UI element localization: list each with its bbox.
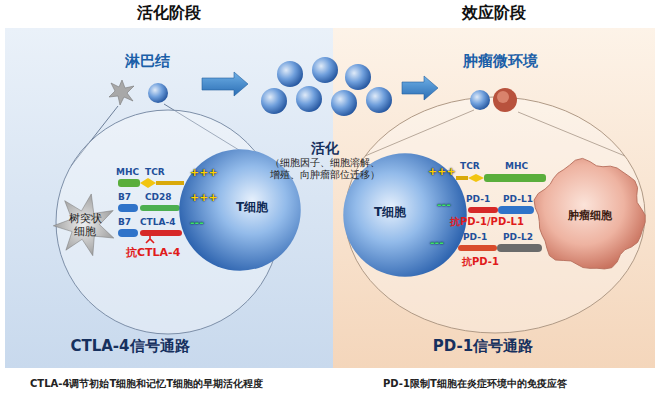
cell-label: T细胞	[374, 204, 406, 221]
receptor-label: B7	[118, 192, 131, 203]
arrow-shape	[402, 76, 438, 100]
receptor-label: MHC	[505, 161, 528, 172]
receptor-label: TCR	[145, 167, 165, 178]
receptor-label: B7	[118, 217, 131, 228]
activation-note: （细胞因子、细胞溶解、增殖、向肿瘤部位迁移）	[266, 157, 384, 181]
panel-heading: 效应阶段	[333, 3, 655, 24]
activation-box: 活化（细胞因子、细胞溶解、增殖、向肿瘤部位迁移）	[250, 58, 400, 183]
star-shape	[53, 194, 114, 256]
receptor-label: PD-L1	[503, 194, 533, 205]
stage-panel: 效应阶段PD-1信号通路肿瘤微环境T细胞肿瘤细胞	[333, 28, 655, 368]
region-box: 肿瘤微环境	[440, 48, 560, 118]
pathway-title: PD-1信号通路	[333, 337, 633, 356]
receptor-label: PD-1	[463, 232, 487, 243]
flow-arrow	[202, 72, 248, 96]
sphere-shape	[343, 153, 466, 276]
receptor-label: CD28	[145, 192, 172, 203]
antibody-label: 抗CTLA-4	[126, 246, 180, 259]
cell-label: 树突状细胞	[67, 212, 103, 238]
receptor-label: PD-1	[466, 194, 490, 205]
tumor-shape	[534, 158, 645, 269]
signal-sign: +++	[190, 191, 218, 204]
region-label: 淋巴结	[125, 52, 170, 71]
activation-title: 活化	[311, 139, 339, 157]
receptor-label: PD-L2	[503, 232, 533, 243]
signal-sign: ---	[190, 216, 204, 229]
panel-caption: PD-1限制T细胞在炎症环境中的免疫应答	[383, 378, 567, 390]
region-box: 淋巴结	[95, 48, 200, 110]
region-label: 肿瘤微环境	[463, 52, 538, 71]
receptor-label: TCR	[460, 161, 480, 172]
cell-label: 肿瘤细胞	[568, 208, 612, 223]
signal-sign: ---	[437, 198, 451, 211]
panel-heading: 活化阶段	[5, 3, 333, 24]
receptor-label: CTLA-4	[140, 217, 175, 228]
flow-arrow	[402, 76, 438, 100]
signal-sign: +++	[428, 165, 456, 178]
antibody-label: 抗PD-1/PD-L1	[450, 216, 524, 228]
pathway-title: CTLA-4信号通路	[5, 337, 255, 356]
signal-sign: ---	[430, 236, 444, 249]
signal-sign: +++	[190, 166, 218, 179]
antibody-label: 抗PD-1	[462, 256, 499, 268]
receptor-label: MHC	[116, 167, 139, 178]
cell-label: T细胞	[236, 199, 268, 216]
arrow-shape	[202, 72, 248, 96]
tumor-cell: 肿瘤细胞	[532, 157, 648, 273]
panel-caption: CTLA-4调节初始T细胞和记忆T细胞的早期活化程度	[30, 378, 263, 390]
dendritic-cell: 树突状细胞	[52, 192, 118, 258]
